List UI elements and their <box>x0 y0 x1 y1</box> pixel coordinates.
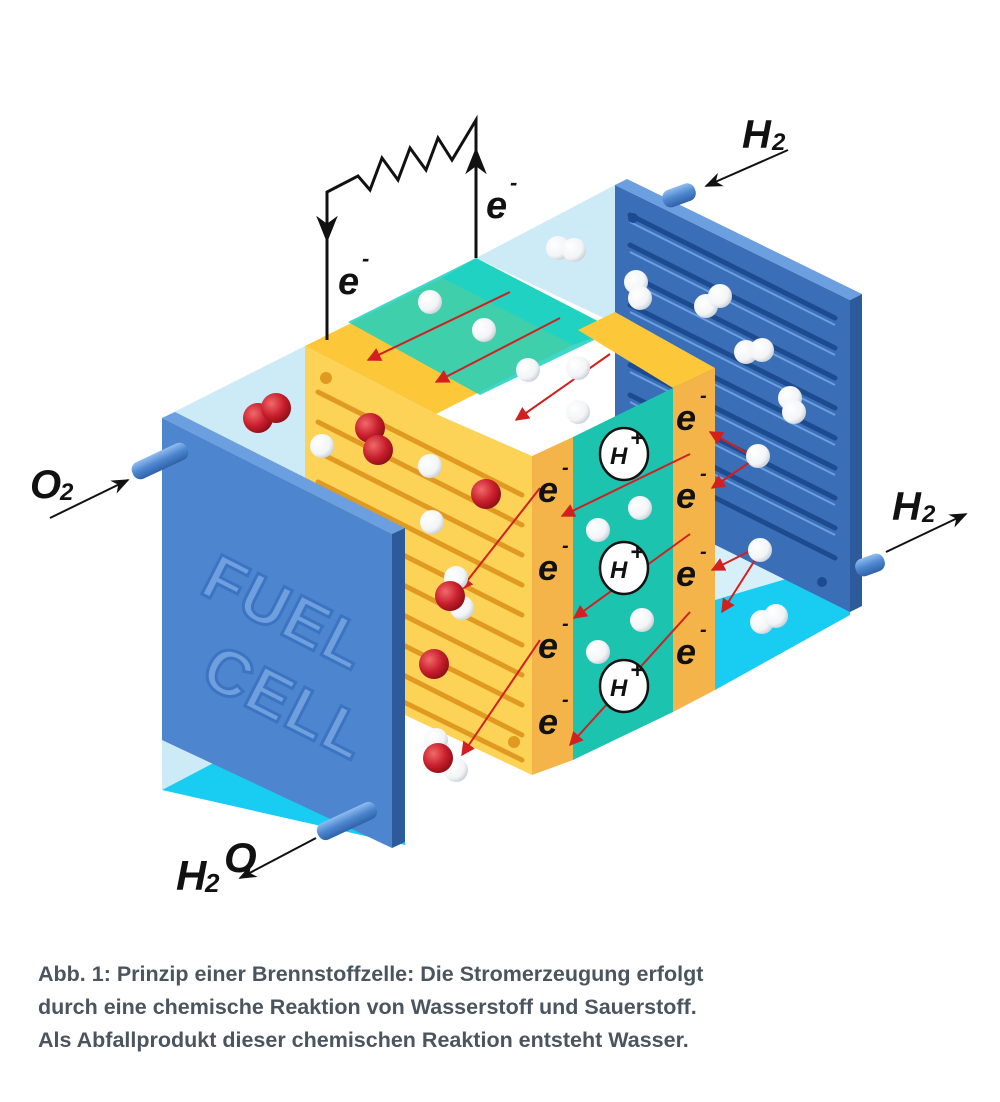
svg-text:O: O <box>224 834 257 881</box>
svg-text:e: e <box>538 701 558 742</box>
external-circuit <box>325 114 478 340</box>
svg-text:-: - <box>510 170 517 195</box>
svg-text:-: - <box>562 689 569 711</box>
svg-text:2: 2 <box>204 868 220 898</box>
svg-text:-: - <box>700 463 707 485</box>
proton-1: H + <box>598 425 650 482</box>
svg-text:+: + <box>630 425 644 452</box>
svg-text:-: - <box>700 385 707 407</box>
electron-cathode-3: e- <box>538 613 569 666</box>
electron-anode-1: e- <box>676 385 707 438</box>
caption-line-3: Als Abfallprodukt dieser chemischen Reak… <box>38 1028 689 1052</box>
electron-cathode-4: e- <box>538 689 569 742</box>
cathode-flow-plate: FUEL CELL <box>162 412 405 848</box>
caption-line-2: durch eine chemische Reaktion von Wasser… <box>38 995 697 1019</box>
hydrogen-input-label: H 2 <box>704 113 789 187</box>
svg-text:+: + <box>630 539 644 566</box>
svg-text:e: e <box>538 469 558 510</box>
fuel-cell-diagram: FUEL CELL <box>30 113 968 899</box>
svg-text:H: H <box>892 485 922 529</box>
proton-3: H + <box>598 657 650 714</box>
water-output-label: H 2 O <box>176 834 317 899</box>
svg-text:H: H <box>742 113 772 157</box>
hydrogen-outlet-pipe <box>855 553 885 577</box>
figure-caption: Abb. 1: Prinzip einer Brennstoffzelle: D… <box>38 958 968 1057</box>
svg-text:H: H <box>610 675 628 702</box>
svg-text:-: - <box>362 246 369 271</box>
svg-text:O: O <box>30 463 61 507</box>
svg-text:e: e <box>538 547 558 588</box>
hydrogen-output-label: H 2 <box>885 485 968 553</box>
svg-text:-: - <box>700 619 707 641</box>
electron-labels: e- e- e- e- e- e- e- e- e- e- <box>338 170 707 742</box>
svg-text:e: e <box>676 553 696 594</box>
oxygen-input-label: O 2 <box>30 463 130 519</box>
electron-anode-4: e- <box>676 619 707 672</box>
svg-text:-: - <box>562 535 569 557</box>
svg-text:2: 2 <box>59 479 74 506</box>
electron-cathode-2: e- <box>538 535 569 588</box>
svg-text:-: - <box>562 457 569 479</box>
svg-text:e: e <box>676 631 696 672</box>
svg-text:2: 2 <box>771 129 786 156</box>
electron-circuit-left: e- <box>338 246 369 303</box>
svg-text:H: H <box>610 443 628 470</box>
electron-cathode-1: e- <box>538 457 569 510</box>
svg-text:e: e <box>676 475 696 516</box>
proton-2: H + <box>598 539 650 596</box>
electron-anode-3: e- <box>676 541 707 594</box>
svg-text:-: - <box>700 541 707 563</box>
svg-text:H: H <box>610 557 628 584</box>
oxygen-inlet-pipe <box>131 442 189 480</box>
svg-text:+: + <box>630 657 644 684</box>
electron-circuit-right: e- <box>486 170 517 227</box>
anode-layer <box>578 312 715 712</box>
svg-text:e: e <box>538 625 558 666</box>
svg-text:e: e <box>676 397 696 438</box>
svg-text:-: - <box>562 613 569 635</box>
hydrogen-molecules <box>546 236 806 634</box>
svg-text:2: 2 <box>921 501 936 528</box>
electron-anode-2: e- <box>676 463 707 516</box>
svg-text:H: H <box>176 852 208 899</box>
oxygen-molecules <box>243 393 501 773</box>
hydrogen-inlet-pipe <box>662 183 696 208</box>
svg-text:e: e <box>338 261 359 303</box>
svg-text:e: e <box>486 185 507 227</box>
caption-line-1: Abb. 1: Prinzip einer Brennstoffzelle: D… <box>38 962 704 986</box>
electron-flow-arrows <box>366 291 756 757</box>
water-outlet-pipe <box>316 801 378 841</box>
